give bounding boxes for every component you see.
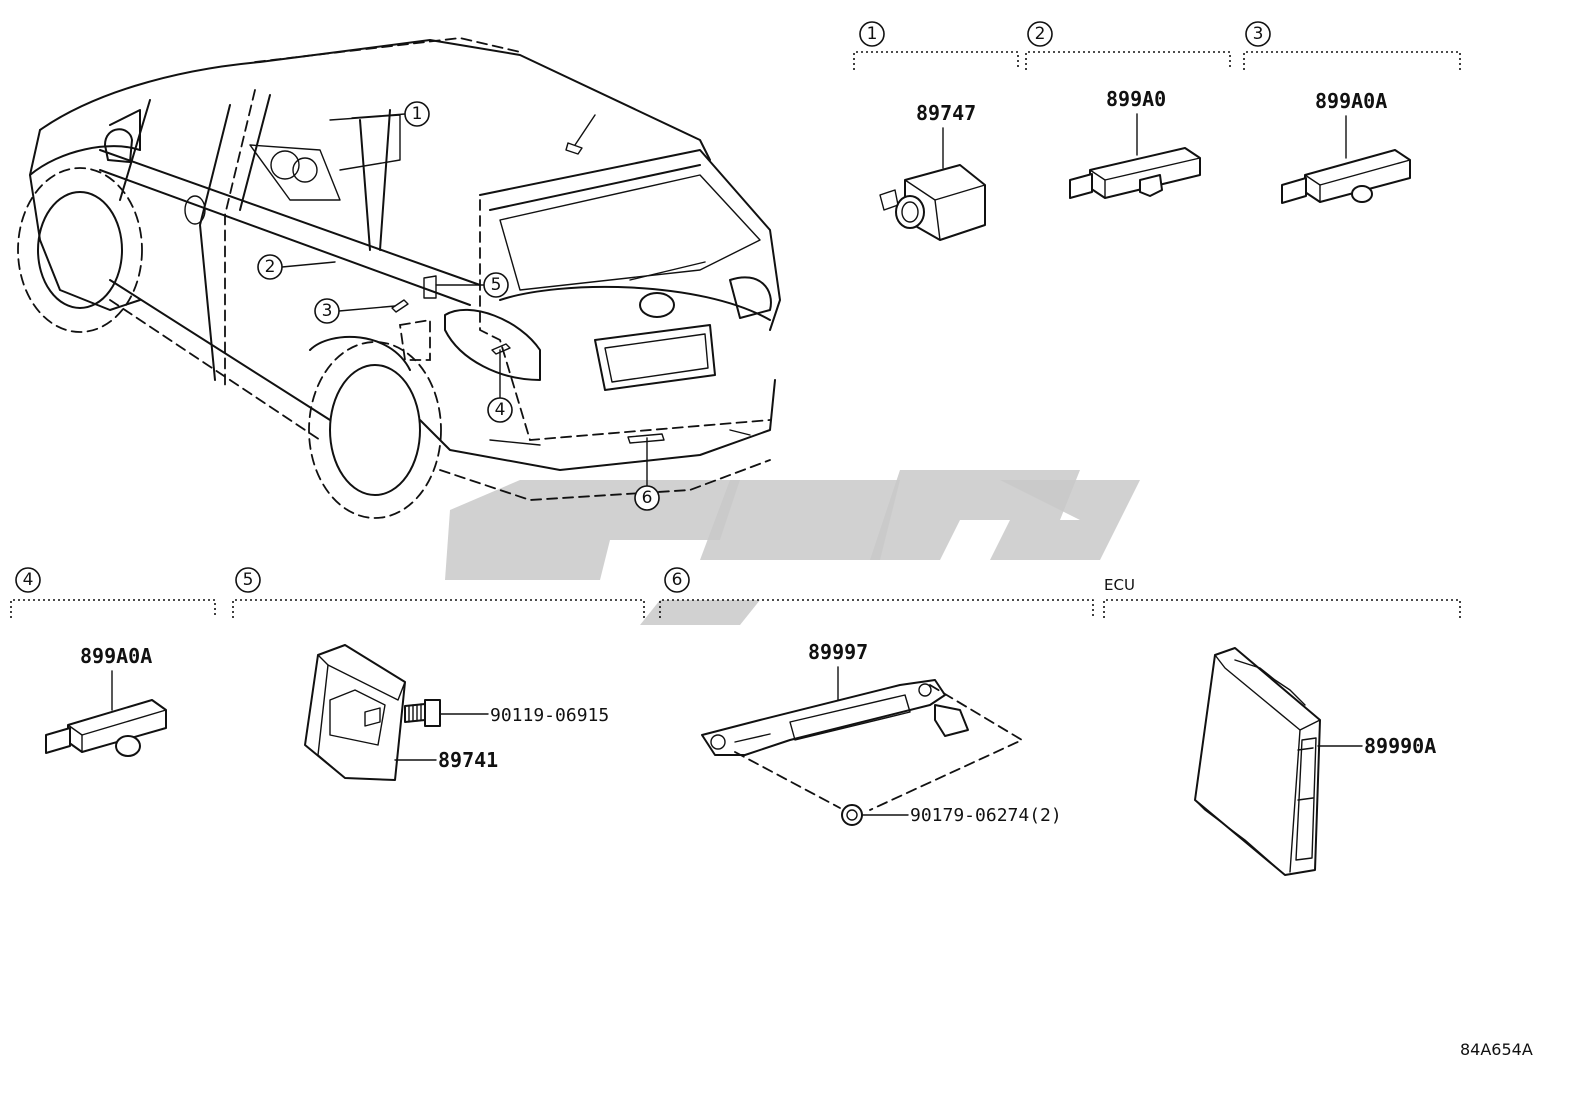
section-number: 6 bbox=[672, 570, 683, 590]
callout-circle bbox=[487, 397, 513, 423]
part-number: 89997 bbox=[808, 640, 868, 664]
callout-label: 4 bbox=[495, 400, 506, 420]
sensor-899a0a-drawing bbox=[1281, 149, 1411, 204]
callout-label: 6 bbox=[642, 488, 653, 508]
callout-label: 2 bbox=[265, 257, 276, 277]
part-number: 899A0A bbox=[1315, 89, 1387, 113]
part-number: 899A0A bbox=[80, 644, 152, 668]
part-number: 899A0 bbox=[1106, 87, 1166, 111]
watermark-logo bbox=[445, 470, 1140, 625]
antenna-89997-drawing bbox=[701, 679, 969, 756]
section-number: 4 bbox=[23, 570, 34, 590]
section-1: 1 89747 bbox=[853, 21, 1019, 241]
callout-label: 1 bbox=[412, 104, 423, 124]
bolt-drawing bbox=[404, 699, 441, 727]
section-label: ECU bbox=[1104, 576, 1135, 594]
sensor-899a0-drawing bbox=[1069, 147, 1201, 199]
ecu-89990a-drawing bbox=[1194, 647, 1321, 876]
callout-circle bbox=[483, 272, 509, 298]
sensor-899a0a-drawing bbox=[45, 699, 167, 757]
sensor-89747-drawing bbox=[879, 164, 986, 241]
callout-circle bbox=[314, 298, 340, 324]
section-ecu: ECU 89990A bbox=[1103, 576, 1461, 876]
section-number: 3 bbox=[1253, 24, 1264, 44]
diagram-code: 84A654A bbox=[1460, 1040, 1533, 1059]
callout-label: 3 bbox=[322, 301, 333, 321]
bolt-part-number: 90119-06915 bbox=[490, 705, 609, 726]
section-2: 2 899A0 bbox=[1025, 21, 1231, 199]
nut-part-number: 90179-06274(2) bbox=[910, 805, 1062, 826]
part-number: 89990A bbox=[1364, 734, 1436, 758]
part-number: 89747 bbox=[916, 101, 976, 125]
section-5: 5 90119-06915 89741 bbox=[232, 567, 645, 781]
section-number: 1 bbox=[867, 24, 878, 44]
section-number: 2 bbox=[1035, 24, 1046, 44]
part-number: 89741 bbox=[438, 748, 498, 772]
callout-label: 5 bbox=[491, 275, 502, 295]
section-3: 3 899A0A bbox=[1243, 21, 1461, 204]
callout-circle bbox=[634, 485, 660, 511]
callout-circle bbox=[257, 254, 283, 280]
vehicle-callouts: 1 2 3 4 5 6 bbox=[257, 101, 665, 511]
section-6: 6 89997 90179-06274(2) bbox=[659, 567, 1094, 826]
callout-circle bbox=[404, 101, 430, 127]
vehicle-illustration bbox=[17, 37, 781, 519]
receiver-89741-drawing bbox=[304, 644, 406, 781]
section-number: 5 bbox=[243, 570, 254, 590]
section-4: 4 899A0A bbox=[10, 567, 216, 757]
